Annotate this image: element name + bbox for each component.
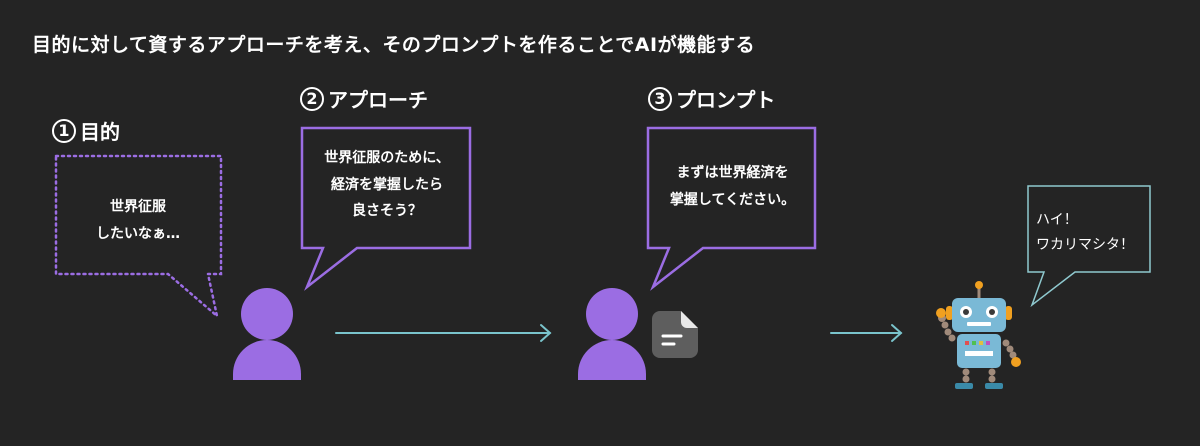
arrow-right-icon-2 [830,324,903,342]
robot-bubble-text: ハイ！ ワカリマシタ！ [1036,208,1146,258]
headline: 目的に対して資するアプローチを考え、そのプロンプトを作ることでAIが機能する [32,34,756,56]
bubble-2-line-3: 良さそう？ [352,203,422,220]
robot-bubble-line-2: ワカリマシタ！ [1036,237,1134,254]
step-2-header: 2 アプローチ [300,84,428,113]
bubble-2-text: 世界征服のために、 経済を掌握したら 良さそう？ [304,145,470,225]
bubble-1-text: 世界征服 したいなぁ… [58,194,218,247]
bubble-3-line-1: まずは世界経済を [676,165,789,181]
robot-icon [936,281,1021,389]
bubble-2-line-1: 世界征服のために、 [324,150,450,166]
person-2-icon [578,288,646,380]
robot-bubble-line-1: ハイ！ [1036,212,1078,228]
step-1-number: 1 [52,118,76,143]
arrow-right-icon-1 [335,324,552,342]
bubble-1-outline [54,154,223,320]
step-3-label: プロンプト [676,88,776,112]
step-1-label: 目的 [80,120,120,144]
step-3-number: 3 [648,86,672,111]
bubble-2-line-2: 経済を掌握したら [331,176,443,193]
step-2-label: アプローチ [328,88,428,112]
bubble-1-line-2: したいなぁ… [96,225,180,242]
bubble-1-line-1: 世界征服 [110,199,166,215]
person-1-icon [233,288,301,380]
step-3-header: 3 プロンプト [648,84,775,113]
step-2-number: 2 [300,86,324,111]
robot-bubble-outline [1027,185,1151,308]
step-1-header: 1 目的 [52,116,120,145]
bubble-3-line-2: 掌握してください。 [669,191,796,208]
document-icon [652,311,698,358]
bubble-2-outline [300,126,472,291]
bubble-3-outline [646,126,817,291]
bubble-3-text: まずは世界経済を 掌握してください。 [650,160,815,213]
